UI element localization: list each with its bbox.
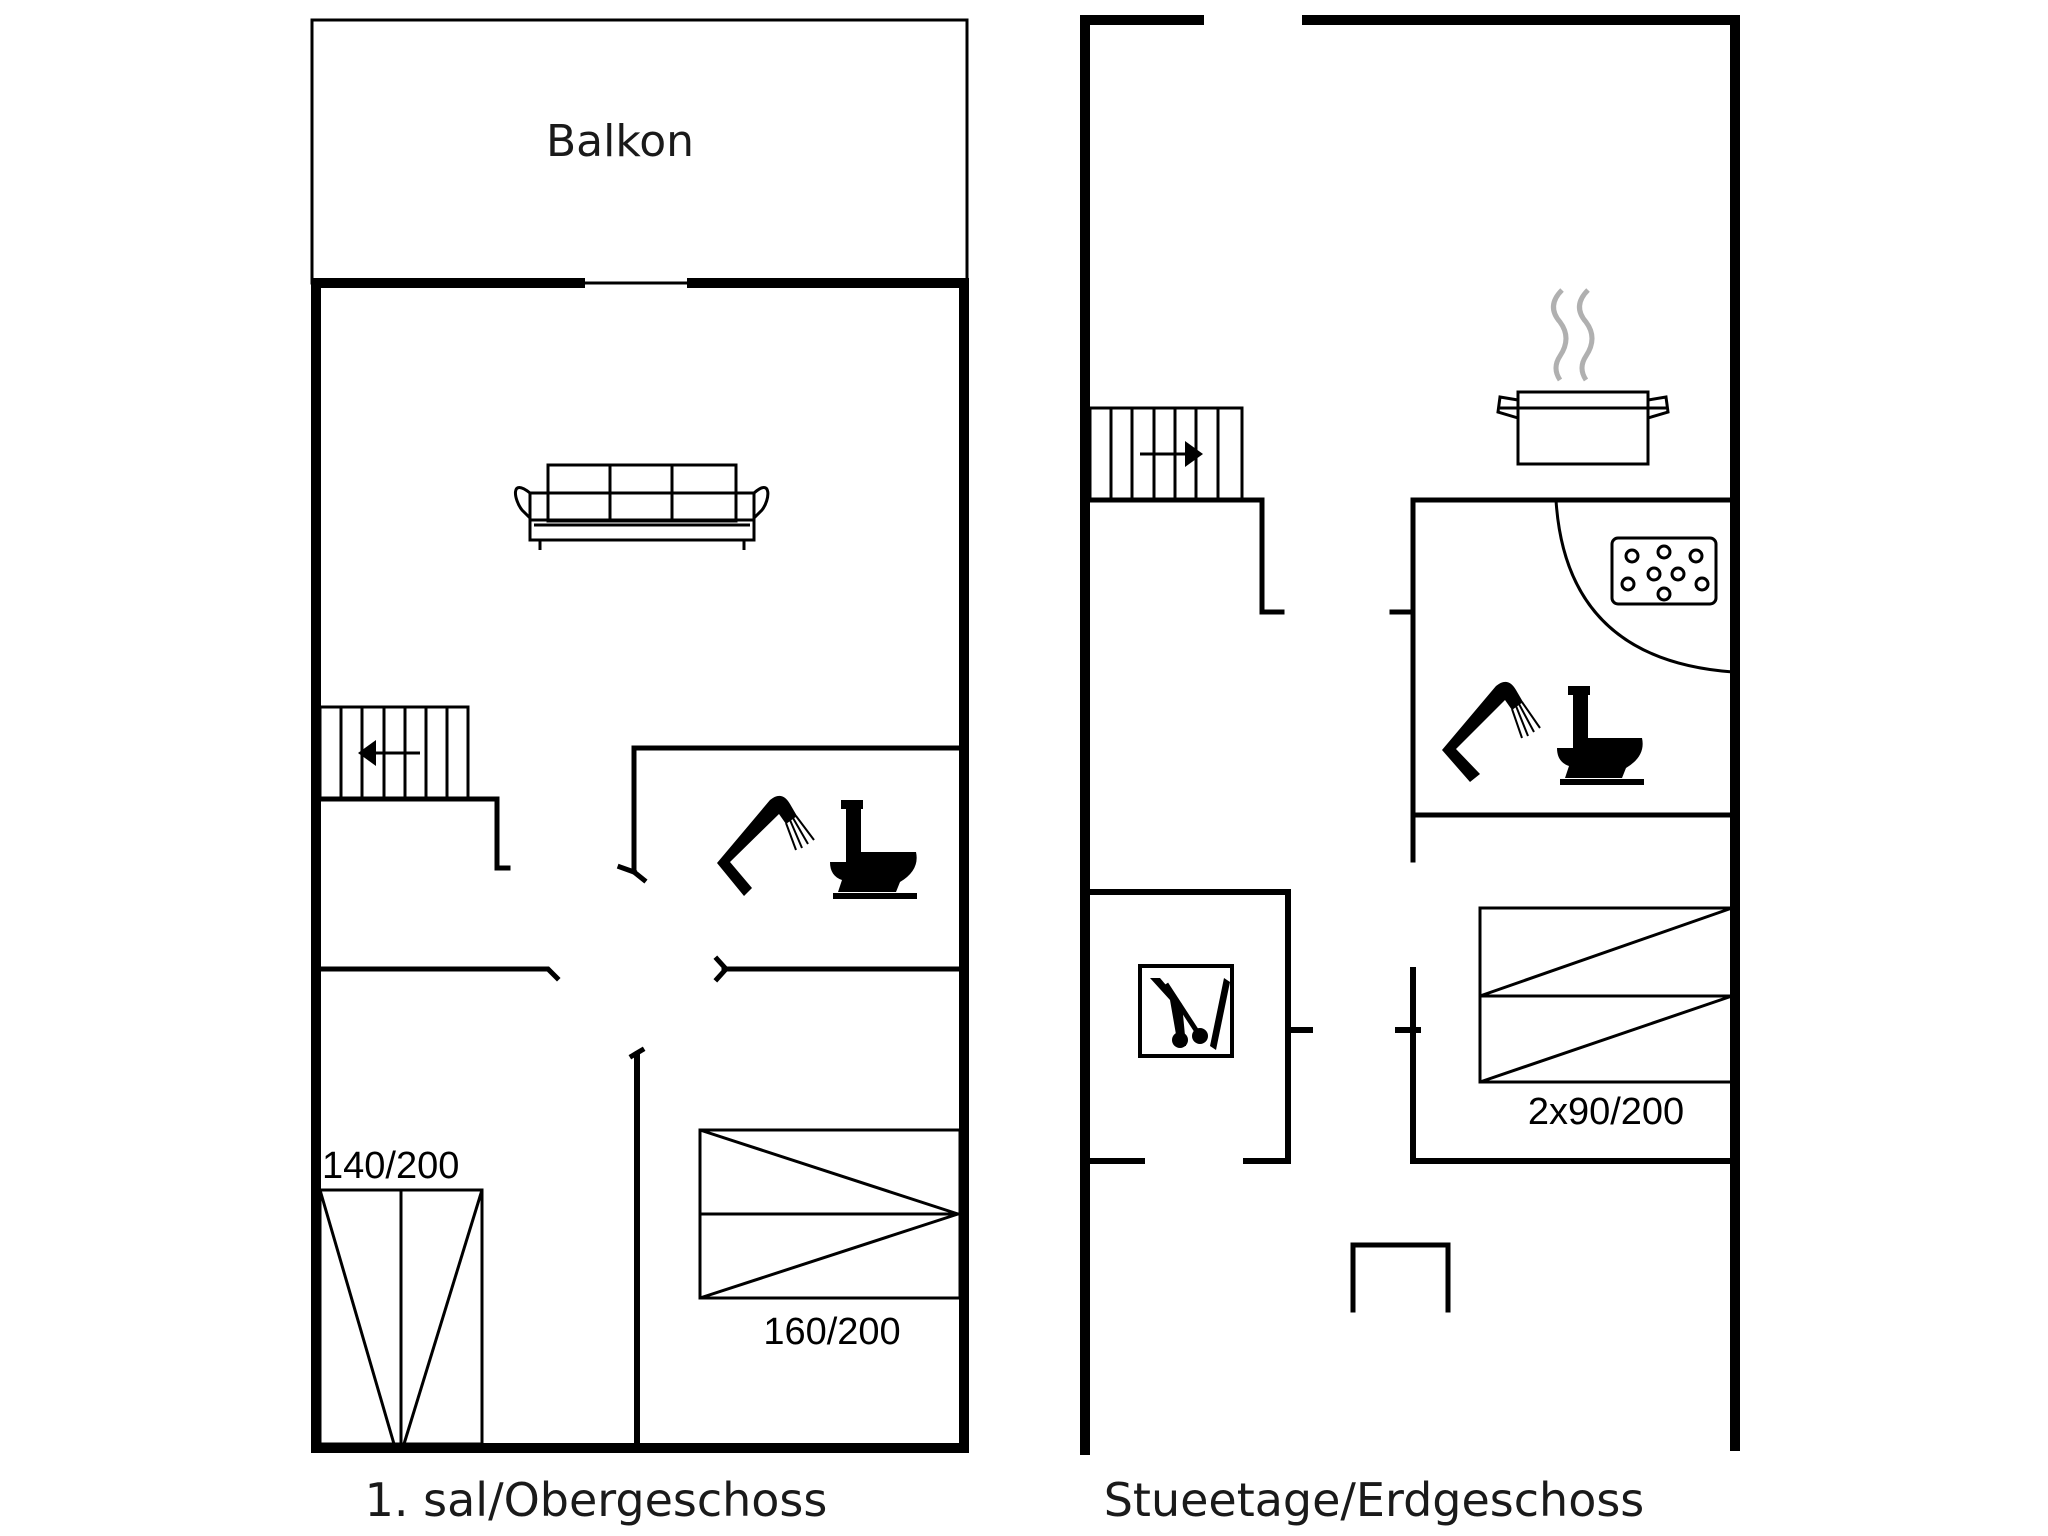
balcony-label: Balkon [546, 116, 694, 167]
toilet-icon [1557, 686, 1644, 785]
ground-floor: 2x90/200 Stueetage/Erdgeschoss [1080, 15, 1740, 1527]
arrow-icon [358, 740, 376, 766]
staircase-icon [318, 705, 470, 801]
ground-interior-walls [1085, 497, 1736, 1164]
twin-bed-icon: 2x90/200 [1478, 906, 1734, 1133]
balcony: Balkon [310, 18, 969, 285]
double-bed-icon: 140/200 [318, 1145, 484, 1446]
floor-title: 1. sal/Obergeschoss [365, 1473, 828, 1527]
toilet-icon [830, 800, 917, 899]
bed-size-label: 160/200 [763, 1311, 900, 1353]
bed-size-label: 140/200 [322, 1145, 459, 1187]
upper-interior-walls [317, 745, 965, 1449]
shower-icon [717, 795, 815, 896]
whirlpool-icon [1554, 499, 1734, 674]
double-bed-icon: 160/200 [698, 1128, 962, 1353]
upper-floor: Balkon [310, 18, 969, 1527]
floor-title: Stueetage/Erdgeschoss [1104, 1473, 1645, 1527]
bed-size-label: 2x90/200 [1528, 1091, 1684, 1133]
staircase-icon [1088, 406, 1244, 502]
cooking-pot-icon [1496, 288, 1670, 466]
sofa-icon [514, 463, 770, 550]
ground-exterior-walls [1080, 15, 1740, 1455]
shower-icon [1442, 681, 1541, 782]
fireplace-icon [1350, 1242, 1451, 1313]
arrow-icon [1185, 441, 1203, 467]
washing-machine-icon [1138, 964, 1234, 1058]
